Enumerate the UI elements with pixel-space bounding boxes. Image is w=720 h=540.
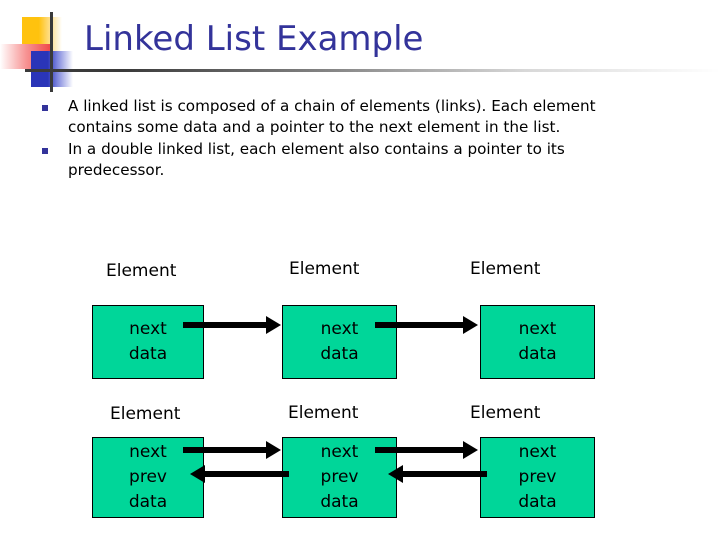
- node-label: Element: [289, 259, 360, 279]
- next-pointer-arrow-shaft: [375, 322, 464, 328]
- next-pointer-arrow-shaft: [183, 447, 267, 453]
- square-bullet-icon: [42, 148, 48, 154]
- next-pointer-arrow-shaft: [183, 322, 267, 328]
- node-field-next: next: [518, 442, 557, 462]
- prev-pointer-arrow-shaft: [403, 471, 487, 477]
- node-field-data: data: [128, 344, 168, 364]
- node-field-data: data: [518, 344, 557, 364]
- prev-pointer-arrow-head: [190, 465, 205, 483]
- list-node: next data: [480, 305, 595, 379]
- bullet-text: In a double linked list, each element al…: [68, 140, 565, 179]
- list-node: next prev data: [480, 437, 595, 518]
- bullet-list: A linked list is composed of a chain of …: [42, 96, 642, 182]
- deco-horizontal-rule: [25, 69, 720, 72]
- node-field-data: data: [320, 492, 359, 512]
- prev-pointer-arrow-shaft: [205, 471, 289, 477]
- node-field-data: data: [320, 344, 359, 364]
- node-field-prev: prev: [129, 467, 167, 487]
- list-node: next data: [92, 305, 204, 379]
- next-pointer-arrow-head: [463, 441, 478, 459]
- node-field-next: next: [320, 319, 359, 339]
- node-label: Element: [470, 403, 541, 423]
- list-node: next data: [282, 305, 397, 379]
- list-node: next prev data: [92, 437, 204, 518]
- node-label: Element: [288, 403, 359, 423]
- page-title: Linked List Example: [84, 19, 424, 59]
- node-field-next: next: [129, 442, 167, 462]
- node-field-prev: prev: [320, 467, 359, 487]
- list-item: In a double linked list, each element al…: [42, 139, 642, 180]
- next-pointer-arrow-shaft: [375, 447, 464, 453]
- bullet-text: A linked list is composed of a chain of …: [68, 97, 596, 136]
- node-field-next: next: [320, 442, 359, 462]
- list-item: A linked list is composed of a chain of …: [42, 96, 642, 137]
- node-label: Element: [470, 259, 541, 279]
- node-label: Element: [110, 404, 181, 424]
- square-bullet-icon: [42, 105, 48, 111]
- next-pointer-arrow-head: [266, 441, 281, 459]
- next-pointer-arrow-head: [266, 316, 281, 334]
- node-field-data: data: [128, 492, 168, 512]
- node-field-prev: prev: [518, 467, 557, 487]
- node-field-next: next: [129, 319, 167, 339]
- node-field-data: data: [518, 492, 557, 512]
- node-label: Element: [106, 261, 177, 281]
- next-pointer-arrow-head: [463, 316, 478, 334]
- node-field-next: next: [518, 319, 557, 339]
- prev-pointer-arrow-head: [388, 465, 403, 483]
